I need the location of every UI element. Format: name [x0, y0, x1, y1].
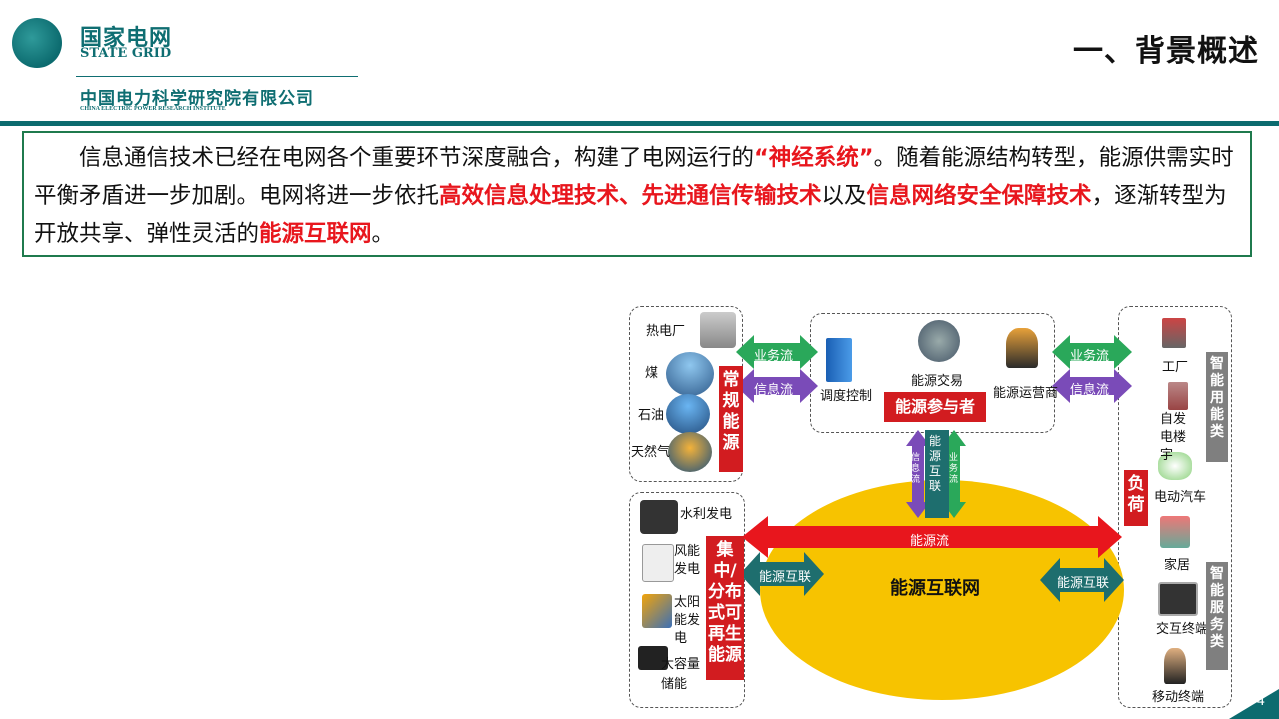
solar-icon [642, 594, 672, 628]
oil-image [666, 394, 710, 434]
business-flow-vertical-label: 业务流 [949, 453, 959, 485]
brand-name-cn: 国家电网 [80, 26, 173, 51]
info-flow-label: 信息流 [754, 383, 794, 398]
participants-label: 能源参与者 [884, 392, 986, 422]
hydro-icon [640, 500, 678, 534]
interconnect-vertical-bar [925, 430, 949, 518]
gas-image [668, 432, 712, 472]
wind-label: 风能发电 [674, 544, 701, 577]
energy-flow-label: 能源流 [910, 534, 950, 549]
renewable-energy-label: 集中/分布式可再生能源 [706, 536, 744, 680]
coal-image [666, 352, 714, 396]
intro-highlight: 能源互联网 [259, 221, 372, 247]
solar-label: 太阳能发电 [674, 595, 701, 646]
business-flow-arrow-left [736, 335, 818, 369]
home-label: 家居 [1164, 558, 1191, 573]
dispatch-building-icon [826, 338, 852, 382]
intro-highlight: 高效信息处理技术、先进通信传输技术 [439, 183, 822, 209]
operator-person-icon [1006, 328, 1038, 368]
info-flow-arrow-vertical [906, 430, 930, 518]
wind-icon [642, 544, 674, 582]
smart-service-label: 智能服务类 [1206, 562, 1228, 670]
page-number: 4 [1256, 694, 1265, 709]
interconnect-vertical-label: 能源互联 [928, 434, 941, 493]
terminal-label: 交互终端 [1156, 622, 1209, 637]
terminal-icon [1158, 582, 1198, 616]
header-rule [0, 121, 1279, 126]
intro-text: 。随着能源结构转型，能源供需实时平衡矛盾进一步加剧。电网将进一步依托 [34, 145, 1234, 209]
gas-label: 天然气 [631, 445, 671, 460]
info-flow-vertical-label: 信息流 [911, 453, 921, 485]
dispatch-label: 调度控制 [820, 389, 873, 404]
trading-label: 能源交易 [911, 374, 964, 389]
energy-flow-arrow [742, 516, 1122, 558]
trading-image [918, 320, 960, 362]
coal-label: 煤 [645, 366, 659, 381]
diagram-flows [736, 335, 1132, 700]
mobile-person-icon [1164, 648, 1186, 684]
interconnect-label-left: 能源互联 [759, 570, 812, 585]
intro-highlight: “神经系统” [754, 145, 874, 171]
page-corner [1229, 689, 1279, 719]
intro-text: 。 [371, 221, 395, 247]
building-label: 自发电楼宇 [1160, 412, 1187, 463]
info-flow-arrow-right [1052, 369, 1132, 403]
business-flow-label: 业务流 [754, 349, 794, 364]
thermal-plant-label: 热电厂 [646, 324, 686, 339]
smart-energy-use-label: 智能用能类 [1206, 352, 1228, 462]
info-flow-arrow-left [736, 369, 818, 403]
oil-label: 石油 [638, 408, 665, 423]
intro-text: 信息通信技术已经在电网各个重要环节深度融合，构建了电网运行的 [79, 145, 755, 171]
ev-icon [1158, 452, 1192, 480]
business-flow-label: 业务流 [1070, 349, 1110, 364]
interconnect-arrow-left [740, 552, 824, 596]
brand-divider [76, 76, 358, 77]
power-plant-icon [700, 312, 736, 348]
home-icon [1160, 516, 1190, 548]
hydro-label: 水利发电 [680, 507, 733, 522]
interconnect-label-right: 能源互联 [1057, 576, 1110, 591]
brand-name-en: STATE GRID [80, 46, 172, 61]
business-flow-arrow-right [1052, 335, 1132, 369]
intro-text: ，逐渐转型为开放共享、弹性灵活的 [34, 183, 1227, 247]
intro-text: 以及 [821, 183, 867, 209]
storage-label: 大容量储能 [661, 657, 701, 692]
building-icon [1168, 382, 1188, 410]
battery-icon [638, 646, 668, 670]
load-label: 负荷 [1124, 470, 1148, 526]
state-grid-logo [12, 18, 62, 68]
conventional-energy-label: 常规能源 [719, 366, 743, 472]
factory-icon [1162, 318, 1186, 348]
institute-name-cn: 中国电力科学研究院有限公司 [80, 89, 314, 109]
institute-name-en: CHINA ELECTRIC POWER RESEARCH INSTITUTE [80, 106, 226, 112]
mobile-terminal-label: 移动终端 [1152, 690, 1205, 705]
operator-label: 能源运营商 [993, 386, 1059, 401]
info-flow-label: 信息流 [1070, 383, 1110, 398]
energy-internet-label: 能源互联网 [890, 578, 980, 599]
interconnect-arrow-right [1040, 558, 1124, 602]
load-group [1118, 306, 1232, 708]
factory-label: 工厂 [1162, 360, 1189, 375]
renewable-energy-group [629, 492, 745, 708]
ev-label: 电动汽车 [1154, 490, 1207, 505]
page-title: 一、背景概述 [1073, 34, 1259, 69]
intro-text-box: 信息通信技术已经在电网各个重要环节深度融合，构建了电网运行的“神经系统”。随着能… [22, 131, 1252, 257]
intro-highlight: 信息网络安全保障技术 [866, 183, 1092, 209]
